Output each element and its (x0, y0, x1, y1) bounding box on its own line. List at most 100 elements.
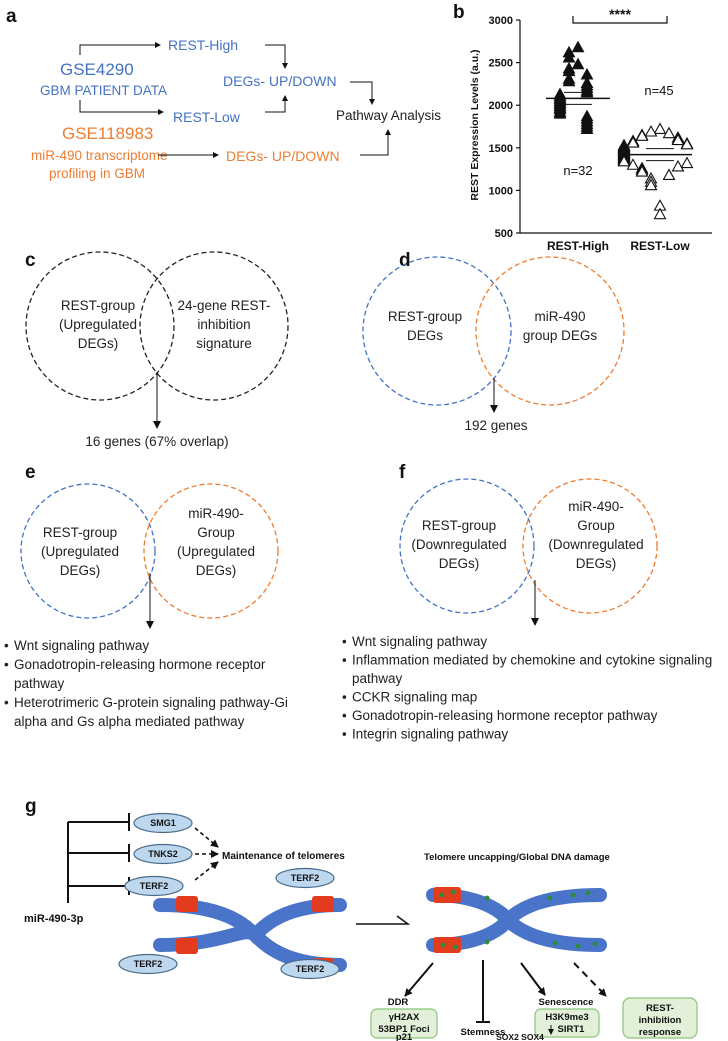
venn-c-right-line1: 24-gene REST- (177, 298, 270, 313)
venn-d-result: 192 genes (464, 418, 527, 433)
maintenance-arrows (194, 827, 219, 881)
y-tick-label: 500 (495, 228, 513, 240)
panel-b: b REST Expression Levels (a.u.) 50010001… (453, 2, 712, 253)
mean-lines (546, 91, 692, 162)
panel-a-label: a (6, 6, 17, 27)
ddr-title: DDR (388, 997, 409, 1008)
venn-f-left-line2: (Downregulated (411, 537, 506, 552)
bullet-item-text: pathway (352, 671, 403, 686)
degs-top-label: DEGs- UP/DOWN (223, 73, 337, 89)
rest-high-label: REST-High (168, 37, 238, 53)
bullet-dot: • (342, 634, 347, 649)
bullet-dot: • (4, 695, 9, 710)
data-point (671, 159, 685, 172)
y-tick-label: 2000 (489, 100, 513, 112)
bullet-item-text: Gonadotropin-releasing hormone receptor (14, 657, 266, 672)
terf2-label-bottom-left: TERF2 (134, 959, 163, 969)
data-point (671, 133, 685, 146)
venn-f-left-line1: REST-group (422, 518, 496, 533)
venn-f-right-line1: miR-490- (568, 499, 624, 514)
data-point (653, 122, 667, 135)
venn-c-left-line1: REST-group (61, 298, 135, 313)
venn-e-left-line3: DEGs) (60, 563, 101, 578)
bullet-dot: • (4, 657, 9, 672)
gbm-patient-data-label: GBM PATIENT DATA (40, 83, 167, 98)
smg1-protein (133, 812, 193, 834)
stemness-sox-genes: SOX2 SOX4 (496, 1032, 544, 1041)
x-category-label: REST-High (547, 239, 609, 253)
venn-f-right-circle (522, 478, 658, 614)
panel-a: a GSE4290 GBM PATIENT DATA REST-High RES… (6, 6, 441, 181)
venn-c-left-line3: DEGs) (78, 336, 119, 351)
data-point (626, 158, 640, 170)
ddr-line2: 53BP1 Foci (378, 1024, 429, 1035)
terf2-label-top-left: TERF2 (140, 881, 169, 891)
bullet-dot: • (342, 708, 347, 723)
tnks2-protein (133, 843, 193, 865)
venn-c-right-circle (139, 251, 289, 401)
venn-c-left-line2: (Upregulated (59, 317, 137, 332)
bullet-item-text: Gonadotropin-releasing hormone receptor … (352, 708, 658, 723)
bullet-list-e: • Wnt signaling pathway • Gonadotropin-rele… (4, 638, 288, 729)
ddr-line3: p21 (396, 1032, 413, 1041)
x-category-label: REST-Low (630, 239, 690, 253)
degs-bottom-label: DEGs- UP/DOWN (226, 148, 340, 164)
panel-e-label: e (25, 462, 36, 483)
terf2-protein-top-left (124, 875, 184, 897)
terf2-label-top-right: TERF2 (291, 873, 320, 883)
bullet-item-text: Wnt signaling pathway (14, 638, 149, 653)
venn-c-left-circle (25, 251, 175, 401)
venn-c-result: 16 genes (67% overlap) (85, 434, 228, 449)
venn-d-right-line1: miR-490 (534, 309, 585, 324)
venn-e-left-line1: REST-group (43, 525, 117, 540)
senescence-line2: SIRT1 (558, 1024, 586, 1035)
venn-c-right-line2: inhibition (197, 317, 250, 332)
y-tick-label: 3000 (489, 15, 513, 27)
panel-e: e REST-group (Upregulated DEGs) miR-490-… (4, 462, 288, 729)
terf2-label-bottom-right: TERF2 (296, 964, 325, 974)
data-point (571, 40, 585, 53)
inhibition-lines (67, 813, 130, 903)
panel-g: g miR-490-3p SMG1 TNKS2 Maintenance of t… (24, 796, 698, 1041)
bullet-item-text: Integrin signaling pathway (352, 727, 508, 742)
venn-f-left-line3: DEGs) (439, 556, 480, 571)
outcome-arrows (404, 960, 607, 1023)
rest-inhibition-line1: REST- (646, 1003, 674, 1014)
maintenance-label: Maintenance of telomeres (222, 851, 345, 862)
panel-b-label: b (453, 2, 465, 23)
venn-f-right-line4: DEGs) (576, 556, 617, 571)
gse118983-label: GSE118983 (62, 124, 153, 143)
bullet-dot: • (342, 653, 347, 668)
data-point (653, 207, 667, 220)
rest-inhibition-line2: inhibition (639, 1015, 682, 1026)
mir-490-3p-label: miR-490-3p (24, 913, 84, 925)
venn-e-right-circle (143, 483, 279, 619)
data-point (644, 124, 658, 137)
senescence-title: Senescence (539, 997, 594, 1008)
venn-c-right-line3: signature (196, 336, 252, 351)
terf2-protein-bottom-right (280, 958, 340, 980)
stemness-title: Stemness (461, 1027, 506, 1038)
data-point (617, 154, 631, 167)
uncapping-label: Telomere uncapping/Global DNA damage (424, 852, 610, 863)
data-point (580, 85, 594, 98)
venn-f-right-line3: (Downregulated (548, 537, 643, 552)
transition-arrow (356, 915, 411, 925)
venn-e-right-line2: Group (197, 525, 235, 540)
venn-f-left-circle (399, 478, 535, 614)
n-low-label: n=45 (644, 83, 673, 98)
rest-low-label: REST-Low (173, 109, 241, 125)
data-point (580, 122, 594, 135)
data-point (644, 178, 658, 191)
y-tick-label: 1500 (489, 143, 513, 155)
n-high-label: n=32 (563, 163, 592, 178)
bullet-item-text: pathway (14, 676, 65, 691)
terf2-protein-top-right (275, 867, 335, 889)
mir490-transcriptome-label: miR-490 transcriptome (31, 148, 168, 163)
data-point (635, 129, 649, 141)
venn-e-right-line4: DEGs) (196, 563, 237, 578)
panel-f: f REST-group (Downregulated DEGs) miR-49… (342, 462, 712, 742)
x-categories: REST-High REST-Low (547, 239, 690, 253)
uncapped-chromosome (426, 887, 607, 953)
